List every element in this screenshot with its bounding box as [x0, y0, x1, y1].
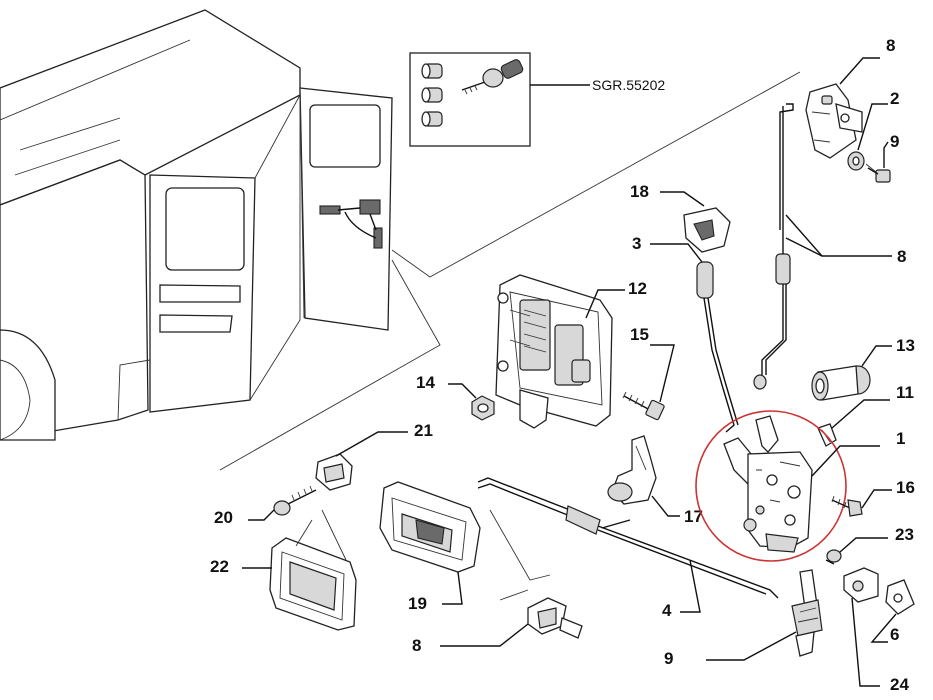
callout-16: 16: [896, 478, 915, 497]
part-23-pin: [825, 537, 888, 565]
callout-8-right: 9: [664, 649, 673, 668]
callout-22: 22: [210, 557, 229, 576]
callout-24: 24: [890, 675, 909, 694]
part-18-bezel: [660, 191, 731, 253]
highlight-circle: [695, 410, 847, 562]
callout-4: 4: [662, 601, 672, 620]
callout-7: 8: [897, 247, 906, 266]
key-icon: [461, 59, 524, 95]
callout-15: 15: [630, 325, 649, 344]
callout-20: 20: [214, 508, 233, 527]
part-10-bolt: [865, 141, 891, 183]
callout-8-left: 8: [412, 636, 421, 655]
callout-1: 1: [896, 429, 905, 448]
callout-23: 23: [895, 525, 914, 544]
callout-18: 18: [630, 182, 649, 201]
part-22-bezel: [242, 509, 357, 631]
lock-cylinder-icon: [421, 63, 443, 127]
callout-6: 6: [890, 625, 899, 644]
part-8-clip-left: [440, 509, 583, 647]
part-9-striker: [805, 57, 880, 159]
part-24-bracket: [843, 567, 880, 687]
callout-14: 14: [416, 373, 435, 392]
part-16-screw: [831, 489, 892, 517]
callout-3: 3: [632, 234, 641, 253]
callout-2: 2: [890, 89, 899, 108]
callout-12: 12: [628, 279, 647, 298]
part-17-lever: [607, 435, 680, 517]
part-7-rod: [753, 103, 892, 390]
part-20-screw: [248, 485, 317, 521]
part-6-gasket: [870, 579, 915, 643]
part-1-door-lock: [695, 410, 880, 562]
reference-kit-box: SGR.55202: [409, 52, 665, 147]
callout-9: 8: [886, 36, 895, 55]
reference-code-label: SGR.55202: [592, 77, 665, 93]
callout-19: 19: [408, 594, 427, 613]
callout-10: 9: [890, 132, 899, 151]
part-3-lock-rod: [650, 243, 739, 433]
van-body-illustration: [0, 9, 393, 441]
part-12-inner-handle: [495, 274, 625, 429]
part-15-screw: [622, 344, 675, 421]
callout-21: 21: [414, 421, 433, 440]
part-19-outer-handle: [379, 481, 481, 605]
callout-13: 13: [896, 336, 915, 355]
callout-17: 17: [684, 507, 703, 526]
part-14-nut: [448, 383, 495, 421]
part-8-connector-right: [706, 569, 823, 661]
part-13-lock-cylinder: [811, 345, 892, 401]
part-2-washer: [847, 103, 888, 171]
part-21-clip: [315, 431, 408, 491]
part-4-cable: [477, 477, 779, 613]
callout-11: 11: [896, 383, 914, 402]
